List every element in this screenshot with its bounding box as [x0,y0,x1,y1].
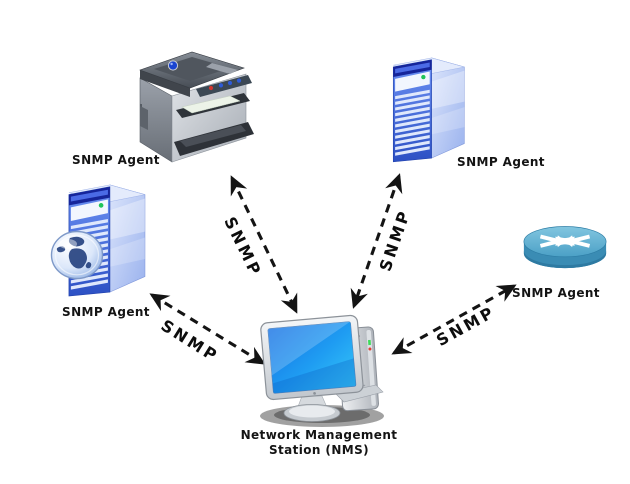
nms-label: Network Management Station (NMS) [241,428,398,458]
tower-server-icon [392,57,465,163]
multifunction-printer-icon [139,51,254,163]
printer-node [126,44,256,184]
globe-icon [50,230,104,280]
globe-node [50,230,104,280]
link-printer-nms [230,175,298,314]
nms-node [252,314,394,430]
nms-label-line2: Station (NMS) [268,443,370,457]
server-left-agent-label: SNMP Agent [62,305,150,319]
printer-agent-label: SNMP Agent [72,153,160,167]
nms-label-line1: Network Management [240,428,398,442]
router-icon [523,226,607,269]
workstation-icon [260,314,384,427]
link-server-left-nms [149,293,266,365]
link-router-nms [391,284,517,355]
router-node [519,221,611,278]
server-top-node [386,54,468,163]
link-server-top-nms [350,173,403,309]
server-top-agent-label: SNMP Agent [457,155,545,169]
router-agent-label: SNMP Agent [512,286,600,300]
